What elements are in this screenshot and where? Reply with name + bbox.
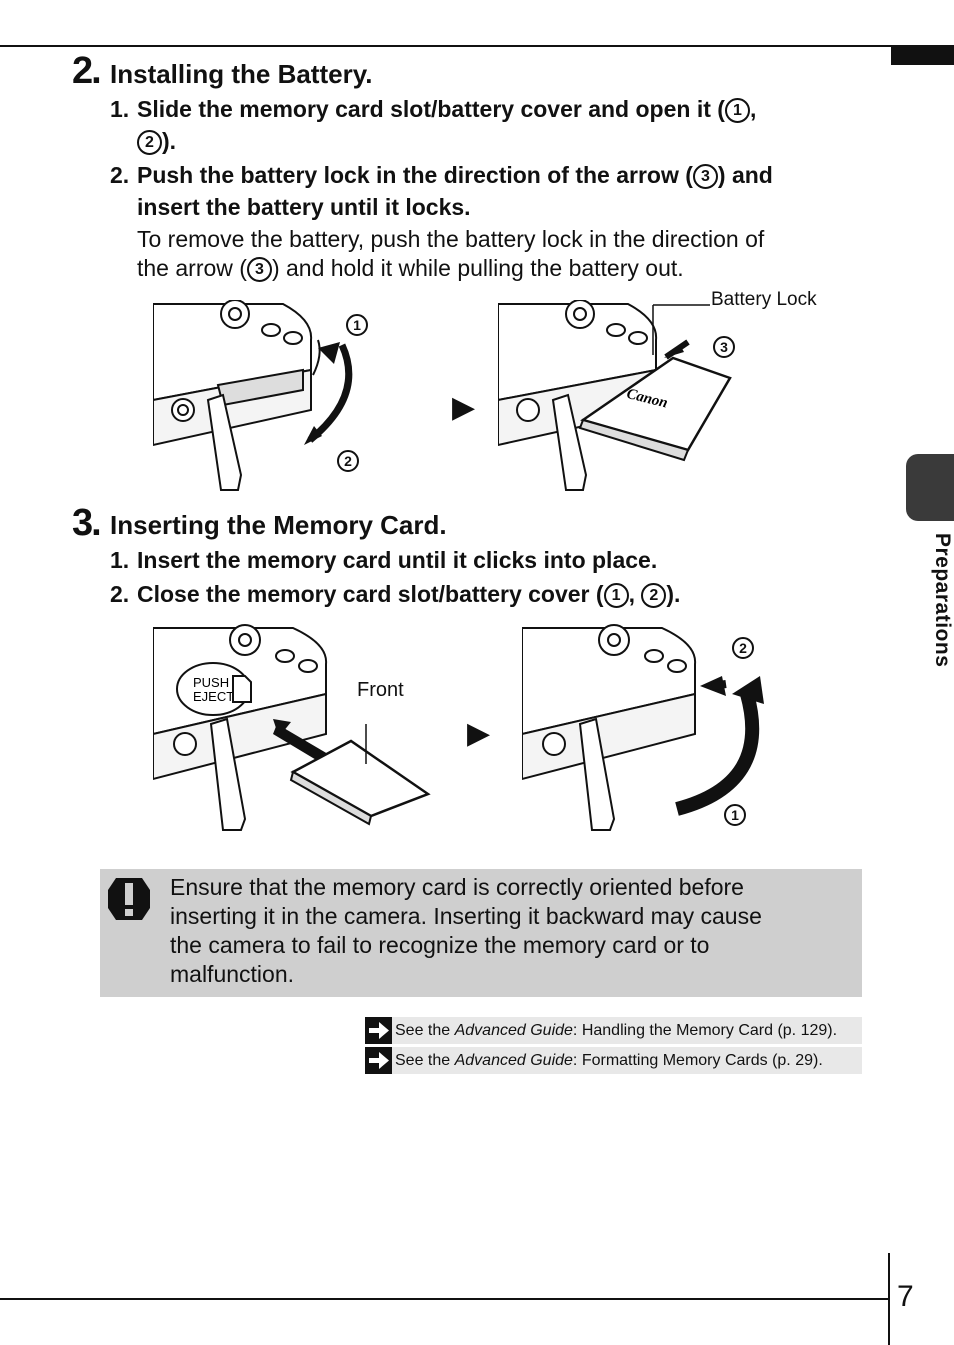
top-tab-marker	[891, 46, 954, 65]
section-number: 2.	[72, 50, 102, 92]
page-number: 7	[897, 1280, 914, 1313]
circled-number: 1	[724, 98, 750, 123]
bottom-rule	[0, 1298, 890, 1300]
circled-number: 2	[732, 637, 754, 659]
arrow-right-icon	[365, 1047, 392, 1074]
step-2: 2.Close the memory card slot/battery cov…	[110, 581, 681, 608]
sequence-arrow-icon: ▶	[467, 717, 491, 750]
side-tab-label: Preparations	[931, 533, 954, 668]
caution-box	[100, 869, 862, 997]
curved-arrow-icon	[304, 342, 353, 445]
circled-number: 1	[603, 583, 629, 608]
section-title: Inserting the Memory Card.	[110, 510, 447, 540]
circled-number: 3	[692, 164, 718, 189]
section-3-heading: 3.	[72, 502, 102, 545]
side-tab	[906, 454, 954, 521]
step-2: 2.Push the battery lock in the direction…	[110, 162, 773, 220]
eject-label: EJECT	[193, 689, 234, 704]
camera-close-cover-illustration	[522, 624, 764, 831]
front-label: Front	[357, 679, 404, 701]
step-1: 1.Insert the memory card until it clicks…	[110, 547, 658, 573]
push-label: PUSH	[193, 675, 229, 690]
camera-battery-insert-illustration: Canon	[498, 300, 732, 491]
circled-number: 1	[346, 314, 368, 336]
circled-number: 2	[137, 130, 162, 155]
circled-number: 2	[337, 450, 359, 472]
camera-open-cover-illustration	[153, 300, 321, 491]
reference-link[interactable]: See the Advanced Guide: Handling the Mem…	[365, 1017, 862, 1044]
section-number: 3.	[72, 502, 102, 544]
section-title: Installing the Battery.	[110, 59, 373, 89]
page-number-divider	[888, 1253, 890, 1345]
battery-lock-label: Battery Lock	[711, 289, 817, 310]
circled-number: 3	[713, 336, 735, 358]
arrow-right-icon	[365, 1017, 392, 1044]
circled-number: 2	[641, 583, 667, 608]
caution-text: Ensure that the memory card is correctly…	[170, 874, 762, 987]
top-rule	[0, 45, 954, 47]
caution-icon	[108, 878, 150, 920]
camera-card-insert-illustration: PUSH EJECT	[153, 624, 431, 831]
battery-removal-note: To remove the battery, push the battery …	[137, 226, 765, 282]
section-2-heading: 2.	[72, 50, 102, 93]
step-1: 1.Slide the memory card slot/battery cov…	[110, 96, 757, 155]
circled-number: 3	[246, 257, 272, 282]
reference-link[interactable]: See the Advanced Guide: Formatting Memor…	[365, 1047, 862, 1074]
circled-number: 1	[724, 804, 746, 826]
sequence-arrow-icon: ▶	[452, 391, 476, 424]
